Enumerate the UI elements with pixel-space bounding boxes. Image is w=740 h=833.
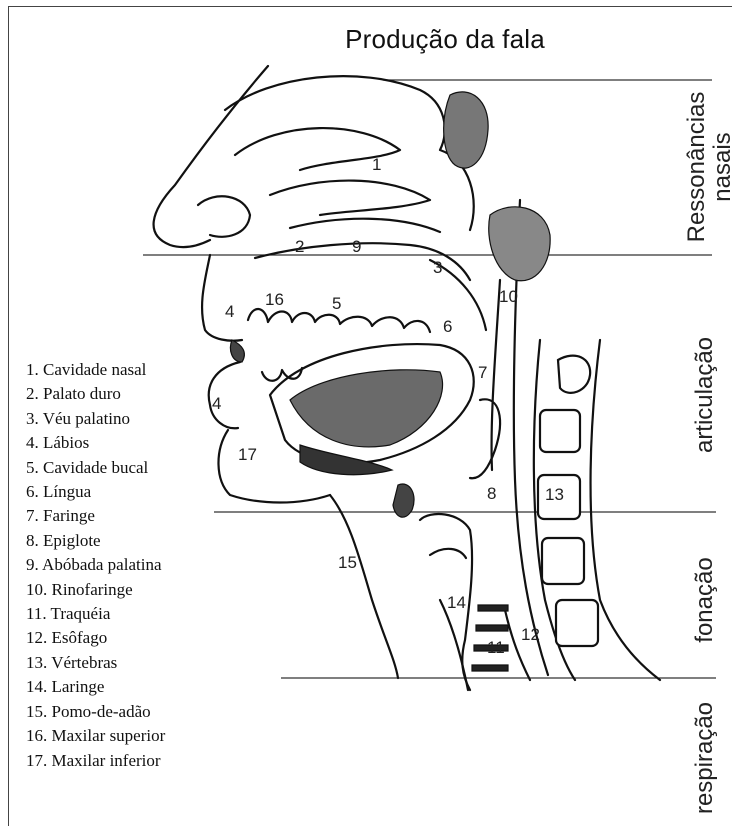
marker-16: 16 bbox=[265, 290, 284, 310]
marker-12: 12 bbox=[521, 625, 540, 645]
turbinate-lower bbox=[290, 219, 440, 232]
region-label-respiration: respiração bbox=[690, 694, 720, 822]
adenoid-mass bbox=[489, 207, 550, 281]
marker-2: 2 bbox=[295, 237, 304, 257]
legend-item: 4. Lábios bbox=[26, 431, 165, 455]
nostril-outline bbox=[198, 196, 250, 237]
marker-5: 5 bbox=[332, 294, 341, 314]
cartilage-rings-d bbox=[472, 665, 508, 671]
legend-item: 11. Traquéia bbox=[26, 602, 165, 626]
legend-item: 7. Faringe bbox=[26, 504, 165, 528]
marker-4-lower: 4 bbox=[212, 394, 221, 414]
thyroid-cartilage bbox=[393, 484, 414, 517]
esophagus-outline bbox=[505, 610, 530, 680]
region-label-phonation: fonação bbox=[690, 545, 720, 655]
marker-4-upper: 4 bbox=[225, 302, 234, 322]
nasal-cavity-outline bbox=[225, 76, 474, 230]
vertebra-4 bbox=[556, 600, 598, 646]
legend-item: 3. Véu palatino bbox=[26, 407, 165, 431]
marker-6: 6 bbox=[443, 317, 452, 337]
region-label-nasal-line2: nasais bbox=[710, 82, 736, 252]
lower-teeth-outline bbox=[262, 368, 302, 381]
spine-back-line bbox=[591, 340, 660, 680]
upper-lip-outline bbox=[202, 255, 242, 341]
region-label-nasal-line1: Ressonâncias bbox=[684, 82, 710, 252]
cartilage-rings-b bbox=[476, 625, 508, 631]
legend-item: 14. Laringe bbox=[26, 675, 165, 699]
sphenoid-bone bbox=[444, 92, 488, 168]
epiglottis-outline bbox=[470, 399, 500, 478]
legend-list: 1. Cavidade nasal 2. Palato duro 3. Véu … bbox=[26, 358, 165, 773]
region-label-nasal: Ressonâncias nasais bbox=[684, 82, 736, 252]
legend-item: 12. Esôfago bbox=[26, 626, 165, 650]
marker-15: 15 bbox=[338, 553, 357, 573]
region-label-articulation: articulação bbox=[690, 320, 720, 470]
marker-7: 7 bbox=[478, 363, 487, 383]
marker-11: 11 bbox=[487, 638, 505, 658]
legend-item: 15. Pomo-de-adão bbox=[26, 700, 165, 724]
tongue-muscle-fill bbox=[290, 370, 443, 447]
lip-junction bbox=[230, 340, 244, 362]
marker-8: 8 bbox=[487, 484, 496, 504]
pharynx-inner bbox=[492, 280, 500, 470]
legend-item: 10. Rinofaringe bbox=[26, 578, 165, 602]
marker-3: 3 bbox=[433, 258, 442, 278]
marker-14: 14 bbox=[447, 593, 466, 613]
legend-item: 16. Maxilar superior bbox=[26, 724, 165, 748]
legend-item: 2. Palato duro bbox=[26, 382, 165, 406]
legend-item: 9. Abóbada palatina bbox=[26, 553, 165, 577]
marker-17: 17 bbox=[238, 445, 257, 465]
vertebra-3 bbox=[542, 538, 584, 584]
marker-13: 13 bbox=[545, 485, 564, 505]
nose-outline bbox=[154, 66, 268, 247]
marker-1: 1 bbox=[372, 155, 381, 175]
neck-front-outline bbox=[330, 495, 398, 678]
marker-10: 10 bbox=[499, 287, 518, 307]
vertebra-top bbox=[558, 356, 590, 393]
marker-9: 9 bbox=[352, 237, 361, 257]
vertebra-1 bbox=[540, 410, 580, 452]
vocal-folds bbox=[430, 549, 466, 558]
legend-item: 1. Cavidade nasal bbox=[26, 358, 165, 382]
turbinate-middle bbox=[270, 181, 430, 215]
legend-item: 13. Vértebras bbox=[26, 651, 165, 675]
legend-item: 5. Cavidade bucal bbox=[26, 456, 165, 480]
legend-item: 6. Língua bbox=[26, 480, 165, 504]
cartilage-rings-a bbox=[478, 605, 508, 611]
legend-item: 8. Epiglote bbox=[26, 529, 165, 553]
legend-item: 17. Maxilar inferior bbox=[26, 749, 165, 773]
